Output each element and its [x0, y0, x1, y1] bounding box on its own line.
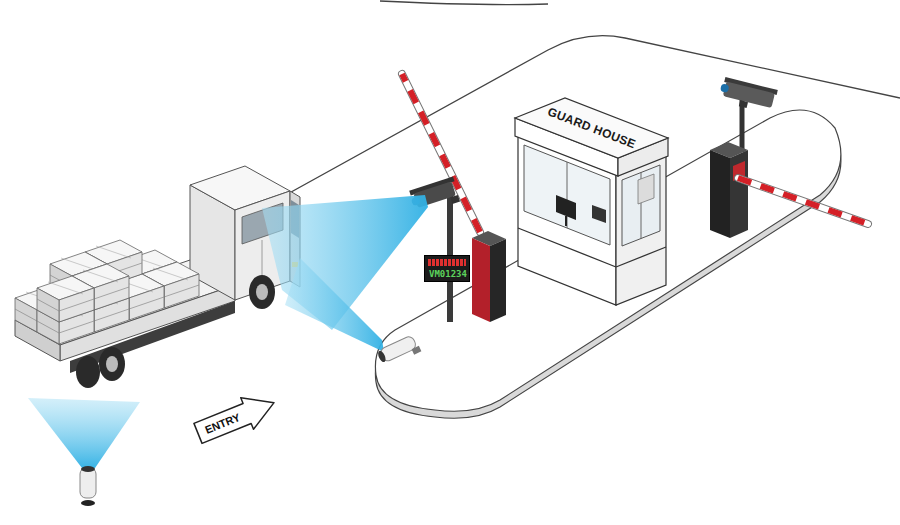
wheel	[99, 347, 125, 381]
barrier-arm-stripe	[738, 178, 868, 224]
camera-lens	[81, 466, 95, 472]
entry-arrow: ENTRY	[190, 386, 281, 451]
camera-lens	[720, 83, 730, 93]
window-frame	[567, 162, 568, 228]
barrier-arm	[738, 178, 868, 224]
wheel-hub	[256, 284, 268, 300]
plate-text: VM01234	[429, 269, 467, 280]
wheel	[76, 356, 100, 388]
barrier-cabinet	[490, 239, 506, 322]
camera-lens	[377, 350, 388, 363]
monitor	[592, 205, 606, 223]
bullet-camera	[376, 334, 421, 369]
arrow-shape	[192, 387, 281, 449]
roof	[515, 98, 668, 158]
barrier-cabinet	[472, 238, 490, 322]
camera-view-cone	[285, 258, 384, 352]
camera-view-cone	[28, 398, 140, 468]
wheel-hub	[106, 356, 118, 372]
guard-house-wall	[616, 155, 666, 305]
camera-mount	[412, 346, 422, 355]
barrier-cabinet	[710, 150, 730, 238]
camera-mount	[739, 100, 748, 108]
control-box	[638, 174, 654, 204]
road-edge	[380, 1, 548, 5]
monitor-stand	[565, 216, 567, 226]
camera-mount	[450, 195, 460, 204]
window	[622, 165, 660, 246]
under-vehicle-camera	[80, 468, 96, 498]
wheel	[249, 275, 275, 309]
lpr-camera	[717, 77, 777, 115]
camera-body	[723, 81, 775, 108]
barrier-arm	[738, 178, 868, 224]
crate	[37, 276, 94, 322]
led-display: VM01234	[424, 255, 470, 282]
counter	[518, 228, 616, 267]
led-red-row	[428, 259, 466, 266]
camera-base	[81, 500, 95, 506]
barrier-cabinet	[730, 150, 748, 238]
camera-pole	[740, 100, 745, 152]
counter	[616, 247, 666, 267]
